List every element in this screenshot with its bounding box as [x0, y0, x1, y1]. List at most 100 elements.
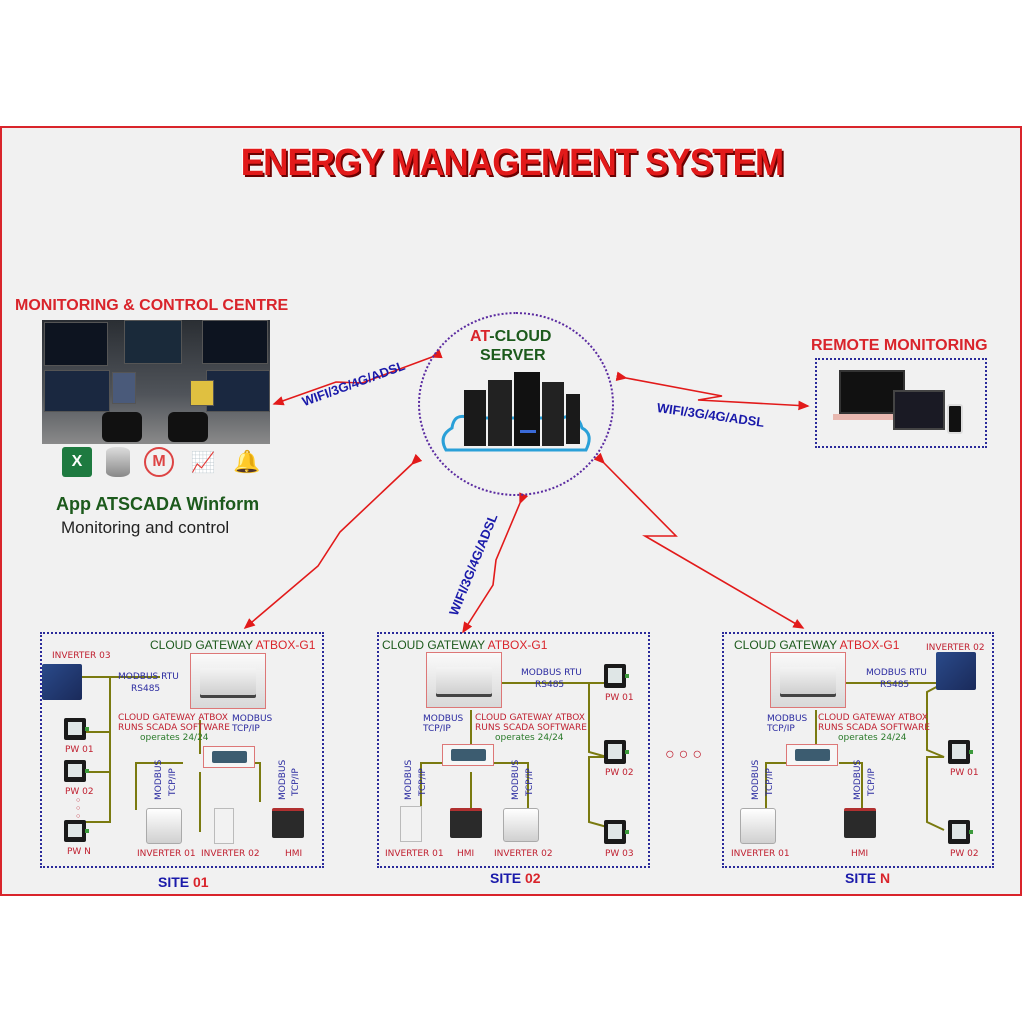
site-01-meter-pw01: [64, 718, 89, 740]
site-n-meter-pw01-label: PW 01: [950, 768, 979, 778]
site-n-inverter-02-icon: [936, 652, 976, 690]
cloud-title: AT-CLOUD: [470, 328, 551, 346]
link-arrow-site02: [462, 492, 529, 634]
site-label-text: SITE: [158, 874, 194, 890]
site-n-gateway-desc-1: CLOUD GATEWAY ATBOX: [818, 713, 928, 723]
site-01-gateway-desc-1: CLOUD GATEWAY ATBOX: [118, 713, 228, 723]
site-02-tcp-label-1: MODBUS: [423, 714, 464, 724]
site-01-gateway-desc-2: RUNS SCADA SOFTWARE: [118, 723, 230, 733]
monitoring-centre-heading: MONITORING & CONTROL CENTRE: [15, 297, 289, 314]
site-02-meter-pw02-label: PW 02: [605, 768, 634, 778]
site-01-hmi-tcp-2: TCP/IP: [291, 768, 301, 796]
site-02-meter-pw01-label: PW 01: [605, 693, 634, 703]
site-02-rtu-label: MODBUS RTU: [521, 668, 582, 678]
site-number: 01: [193, 874, 209, 890]
app-icon-row: X M 📈 🔔: [62, 447, 262, 477]
site-n-inverter-01-icon: [740, 808, 776, 844]
site-01-rtu-label: MODBUS RTU: [118, 672, 179, 682]
site-01-meter-pwn-label: PW N: [67, 847, 91, 857]
site-01-inverter-01-icon: [146, 808, 182, 844]
site-01-bottom-label-3: HMI: [285, 849, 303, 859]
site-01-inverter-03-label: INVERTER 03: [52, 651, 111, 661]
site-n-gateway-device[interactable]: [770, 652, 846, 708]
site-n-tcp-label-1: MODBUS: [767, 714, 808, 724]
site-02-tcp-label-2: TCP/IP: [423, 724, 451, 734]
cloud-title-prefix: AT: [470, 328, 490, 345]
site-number: N: [880, 870, 891, 886]
phone-icon: [947, 404, 963, 434]
gmail-icon: M: [144, 447, 174, 477]
site-01-rs485-label: RS485: [131, 684, 161, 694]
chart-trend-icon: 📈: [190, 451, 216, 474]
link-arrow-control-centre: [272, 349, 443, 406]
site-02-meter-pw03-label: PW 03: [605, 849, 634, 859]
site-02-gateway-desc-1: CLOUD GATEWAY ATBOX: [475, 713, 585, 723]
remote-monitoring-heading: REMOTE MONITORING: [811, 337, 988, 354]
site-n-gateway-desc-2: RUNS SCADA SOFTWARE: [818, 723, 930, 733]
site-01-gateway-title: CLOUD GATEWAY ATBOX-G1: [150, 638, 315, 652]
site-02-gateway-device[interactable]: [426, 652, 502, 708]
site-01-inv01-tcp-2: TCP/IP: [168, 768, 178, 796]
link-arrow-siteN: [593, 452, 805, 629]
site-02-bottom-label-2: HMI: [457, 849, 475, 859]
cloud-title-line2: SERVER: [480, 347, 546, 364]
site-01-inverter-02-icon: [214, 808, 234, 844]
site-n-inv01-tcp-1: MODBUS: [751, 759, 761, 800]
site-n-bottom-label-2: HMI: [851, 849, 869, 859]
control-room-image: [42, 320, 270, 444]
site-n-bottom-label-1: INVERTER 01: [731, 849, 790, 859]
site-number: 02: [525, 870, 541, 886]
site-02-meter-pw01: [604, 664, 629, 688]
site-02-gateway-title: CLOUD GATEWAY ATBOX-G1: [382, 638, 547, 652]
site-02-gateway-desc-3: operates 24/24: [495, 733, 564, 743]
remote-devices-box: [815, 358, 987, 448]
site-label-text: SITE: [490, 870, 526, 886]
site-01-gateway-device[interactable]: [190, 653, 266, 709]
site-02-network-switch: [442, 744, 494, 766]
database-icon: [106, 447, 130, 477]
site-01-inv01-tcp-1: MODBUS: [154, 759, 164, 800]
gateway-label: CLOUD GATEWAY: [150, 638, 256, 652]
site-n-wiring: [765, 682, 945, 831]
cloud-title-rest: -CLOUD: [489, 328, 552, 345]
site-n-rs485-label: RS485: [880, 680, 910, 690]
site-02-bottom-label-3: INVERTER 02: [494, 849, 553, 859]
more-sites-ellipsis: ○○○: [665, 746, 706, 763]
gateway-model: ATBOX-G1: [487, 638, 548, 652]
site-01-meter-pw02-label: PW 02: [65, 787, 94, 797]
site-01-inverter-03-icon: [42, 664, 82, 700]
site-01-tcp-label-1: MODBUS: [232, 714, 273, 724]
site-02-inv02-tcp-1: MODBUS: [511, 759, 521, 800]
site-02-gateway-desc-2: RUNS SCADA SOFTWARE: [475, 723, 587, 733]
site-01-tcp-label-2: TCP/IP: [232, 724, 260, 734]
site-01-box: [40, 632, 324, 868]
site-01-meters-ellipsis: ○○○: [76, 797, 81, 820]
page-title: ENERGY MANAGEMENT SYSTEM: [240, 142, 784, 184]
cloud-server-ring: [418, 312, 614, 496]
app-description: Monitoring and control: [61, 518, 230, 537]
gateway-model: ATBOX-G1: [839, 638, 900, 652]
site-n-box: [722, 632, 994, 868]
site-n-inverter-02-label: INVERTER 02: [926, 643, 985, 653]
site-02-inverter-02-icon: [503, 808, 539, 842]
site-label-text: SITE: [845, 870, 881, 886]
site-n-rtu-label: MODBUS RTU: [866, 668, 927, 678]
site-02-box: [377, 632, 650, 868]
site-01-network-switch: [203, 746, 255, 768]
gateway-label: CLOUD GATEWAY: [734, 638, 840, 652]
alarm-bell-icon: 🔔: [233, 449, 261, 474]
site-n-tcp-label-2: TCP/IP: [767, 724, 795, 734]
site-02-meter-pw02: [604, 740, 629, 764]
gateway-model: ATBOX-G1: [255, 638, 316, 652]
laptop-base: [833, 414, 913, 420]
excel-icon: X: [62, 447, 92, 477]
gateway-label: CLOUD GATEWAY: [382, 638, 488, 652]
site-01-hmi-tcp-1: MODBUS: [278, 759, 288, 800]
site-01-label: SITE 01: [158, 874, 209, 890]
site-02-inv01-tcp-2: TCP/IP: [418, 768, 428, 796]
site-01-gateway-desc-3: operates 24/24: [140, 733, 209, 743]
site-01-meter-pw01-label: PW 01: [65, 745, 94, 755]
link-arrow-site01: [243, 453, 423, 630]
site-n-meter-pw02: [948, 820, 973, 844]
